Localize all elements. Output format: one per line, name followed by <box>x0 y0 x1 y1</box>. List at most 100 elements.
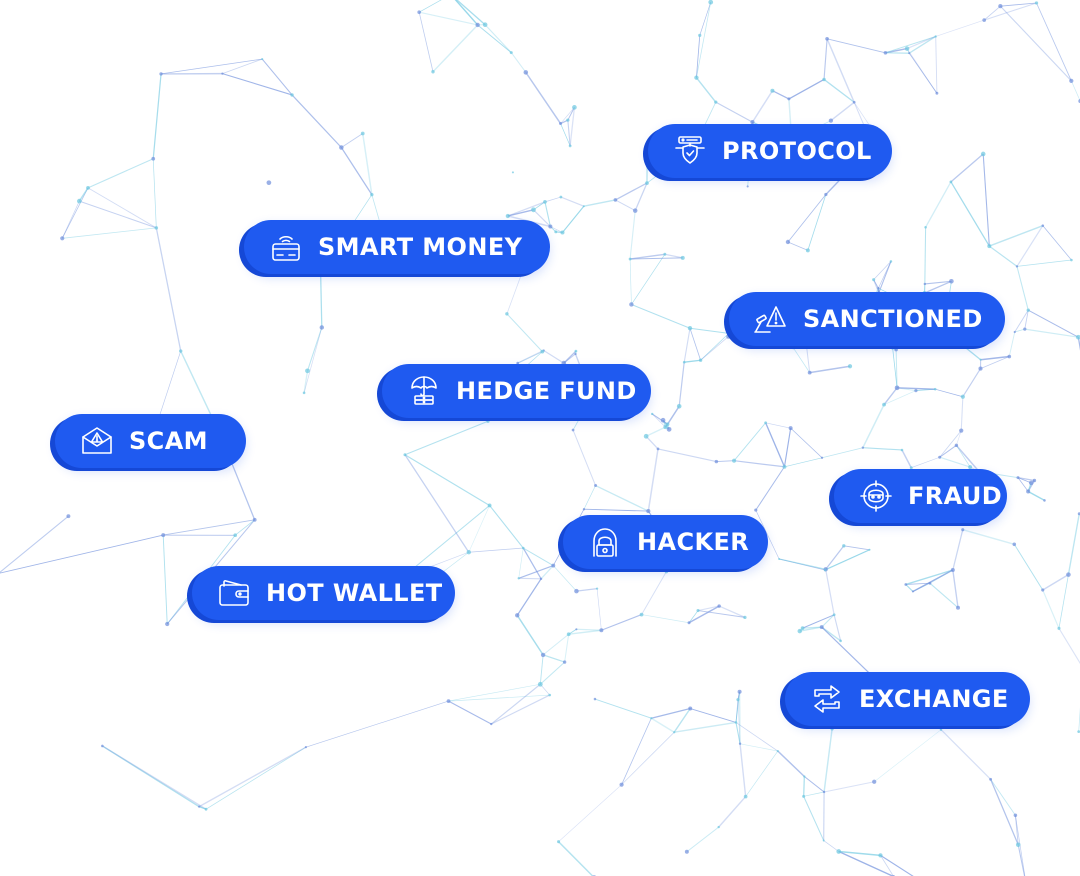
network-node <box>737 689 742 694</box>
network-edge <box>615 182 648 201</box>
network-edge <box>645 435 659 450</box>
network-node <box>1028 480 1034 486</box>
network-node <box>842 544 846 548</box>
network-edge <box>1008 331 1016 357</box>
network-edge <box>833 614 842 641</box>
exchange-tag[interactable]: EXCHANGE <box>785 672 1030 726</box>
network-node <box>924 225 927 229</box>
network-edge <box>908 52 938 94</box>
network-node <box>791 346 795 350</box>
network-edge <box>572 429 597 486</box>
network-node <box>304 746 308 749</box>
network-edge <box>558 841 594 876</box>
network-node <box>687 326 693 331</box>
network-edge <box>61 187 89 239</box>
network-node <box>403 453 407 457</box>
network-node <box>949 278 954 284</box>
network-node <box>882 402 886 407</box>
network-edge <box>651 413 666 428</box>
protocol-tag[interactable]: PROTOCOL <box>648 124 892 178</box>
network-edge <box>629 210 636 260</box>
network-edge <box>564 634 570 663</box>
network-node <box>645 181 649 185</box>
network-edge <box>905 584 914 592</box>
network-edge <box>803 796 825 841</box>
network-node <box>650 717 653 720</box>
hacker-tag[interactable]: HACKER <box>563 515 768 569</box>
network-edge <box>674 721 737 733</box>
network-node <box>664 569 669 574</box>
network-node <box>1023 327 1027 331</box>
hooded-hacker-icon <box>587 524 623 560</box>
network-edge <box>506 313 543 352</box>
network-node <box>872 779 877 784</box>
target-mask-icon <box>858 478 894 514</box>
network-edge <box>634 182 648 211</box>
network-node <box>486 419 490 423</box>
network-edge <box>880 854 914 876</box>
network-edge <box>544 196 562 203</box>
network-edge <box>402 505 490 578</box>
network-edge <box>823 78 855 103</box>
network-node <box>830 727 834 731</box>
scam-tag[interactable]: SCAM <box>55 414 246 468</box>
network-node <box>197 805 201 808</box>
network-node <box>889 260 893 263</box>
network-edge <box>699 2 712 36</box>
network-node <box>1013 813 1018 818</box>
network-node <box>593 697 597 701</box>
network-node <box>979 358 982 361</box>
network-node <box>302 391 306 395</box>
hedge-fund-tag[interactable]: HEDGE FUND <box>382 364 651 418</box>
network-node <box>562 660 567 664</box>
network-node <box>803 775 806 778</box>
exchange-label: EXCHANGE <box>859 685 1009 713</box>
network-node <box>557 840 561 844</box>
network-edge <box>843 545 870 551</box>
wallet-icon <box>216 575 252 611</box>
network-edge <box>362 133 373 195</box>
network-edge <box>518 577 542 580</box>
hot-wallet-tag[interactable]: HOT WALLET <box>192 566 455 620</box>
network-node <box>960 394 965 399</box>
network-edge <box>432 24 479 73</box>
network-node <box>1026 308 1030 312</box>
network-edge <box>595 484 649 512</box>
sanctioned-tag[interactable]: SANCTIONED <box>729 292 1005 346</box>
network-edge <box>838 850 881 857</box>
network-edge <box>929 582 959 609</box>
network-edge <box>809 365 851 374</box>
smart-money-tag[interactable]: SMART MONEY <box>244 220 550 274</box>
network-edge <box>764 422 786 468</box>
network-edge <box>657 448 717 463</box>
network-edge <box>952 529 964 571</box>
network-node <box>568 144 572 148</box>
exchange-arrows-icon <box>809 681 845 717</box>
network-edge <box>303 370 309 393</box>
network-edge <box>484 24 512 53</box>
network-node <box>982 18 987 22</box>
network-node <box>923 282 927 286</box>
network-node <box>894 347 898 352</box>
network-edge <box>205 746 307 810</box>
network-node <box>694 75 699 80</box>
network-node <box>487 503 492 508</box>
network-edge <box>560 107 575 124</box>
network-edge <box>234 519 255 536</box>
fraud-tag[interactable]: FRAUD <box>834 469 1007 523</box>
network-edge <box>960 396 964 431</box>
network-edge <box>980 356 1010 369</box>
network-edge <box>152 158 157 228</box>
network-edge <box>305 700 449 748</box>
network-node <box>482 22 488 28</box>
network-node <box>909 466 913 470</box>
network-edge <box>690 708 737 723</box>
network-node <box>663 425 668 430</box>
network-edge <box>1000 2 1037 7</box>
sanctioned-label: SANCTIONED <box>803 305 983 333</box>
network-node <box>517 577 520 580</box>
network-edge <box>897 387 936 390</box>
network-edge <box>507 201 546 217</box>
network-node <box>800 626 805 630</box>
network-edge <box>950 153 984 183</box>
